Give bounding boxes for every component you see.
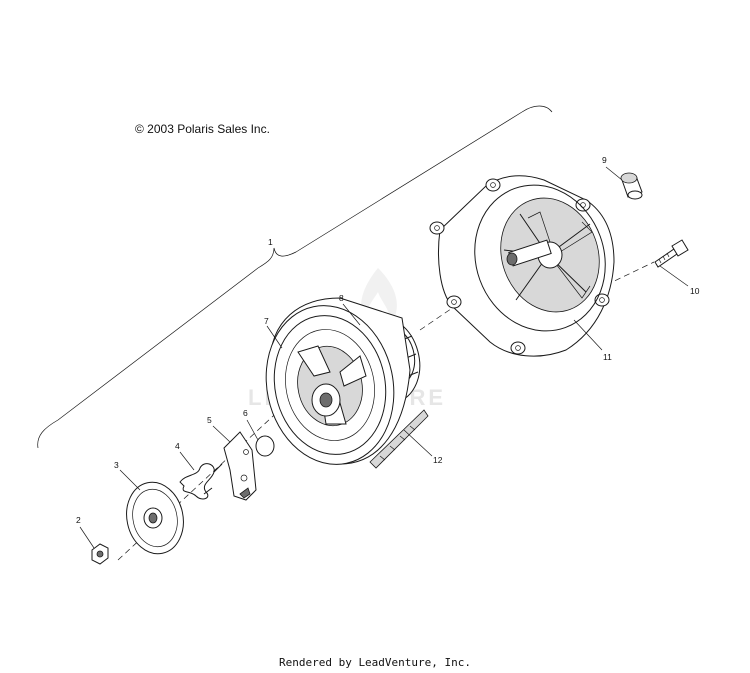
- axis-line: [605, 261, 655, 286]
- hex-nut: [91, 543, 109, 565]
- callout-6: 6: [243, 408, 248, 418]
- flame-logo-icon: [361, 268, 397, 328]
- callout-2: 2: [76, 515, 81, 525]
- callout-8: 8: [339, 293, 344, 303]
- callout-1: 1: [268, 237, 273, 247]
- cover-plate: [223, 431, 257, 501]
- cover-disc: [126, 481, 184, 555]
- retaining-ring: [255, 435, 275, 457]
- callout-5: 5: [207, 415, 212, 425]
- callout-10: 10: [690, 286, 700, 296]
- drive-belt: [369, 409, 429, 469]
- assembly-bracket: [37, 105, 553, 449]
- drive-housing: [429, 175, 615, 357]
- callout-9: 9: [602, 155, 607, 165]
- footer-credit: Rendered by LeadVenture, Inc.: [278, 656, 472, 669]
- callout-12: 12: [433, 455, 443, 465]
- callout-7: 7: [264, 316, 269, 326]
- axis-line: [117, 404, 286, 561]
- callout-11: 11: [603, 352, 612, 362]
- bushing: [620, 172, 643, 200]
- copyright-text: © 2003 Polaris Sales Inc.: [135, 122, 270, 136]
- bolt: [654, 239, 689, 268]
- moveable-sheave: [265, 297, 411, 465]
- leader-lines: [79, 166, 689, 549]
- callout-3: 3: [114, 460, 119, 470]
- callout-4: 4: [175, 441, 180, 451]
- clip-spring: [179, 463, 223, 500]
